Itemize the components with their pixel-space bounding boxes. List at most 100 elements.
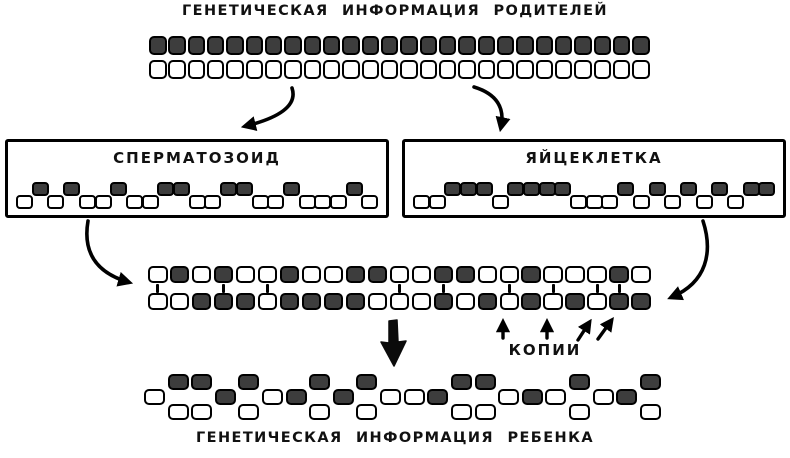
bead-dark: [639, 374, 661, 390]
bead-dark: [168, 36, 186, 55]
bead-white: [144, 389, 165, 405]
bead-dark: [458, 36, 476, 55]
match-tick: [442, 284, 446, 293]
bead-white: [301, 266, 322, 283]
match-ticks: [148, 284, 651, 293]
bead-dark: [303, 36, 322, 55]
bead-white: [267, 195, 285, 209]
bead-white: [206, 60, 225, 79]
bead-white: [78, 195, 96, 209]
bead-white: [639, 404, 661, 420]
bead-white: [585, 195, 603, 209]
egg-box-label: ЯЙЦЕКЛЕТКА: [525, 149, 663, 167]
match-tick: [398, 284, 402, 293]
bead-dark: [609, 266, 629, 283]
bead-white: [568, 404, 590, 420]
bead-dark: [284, 36, 302, 55]
bead-dark: [455, 266, 476, 283]
bead-white: [323, 266, 344, 283]
bead-white: [499, 266, 519, 283]
bead-dark: [110, 182, 128, 196]
bead-dark: [496, 36, 515, 55]
child-column: [403, 374, 425, 421]
bead-dark: [213, 266, 234, 283]
bead-white: [238, 404, 260, 420]
bead-dark: [521, 389, 543, 405]
bead-white: [148, 293, 168, 310]
bead-dark: [279, 293, 300, 310]
child-column: [498, 374, 520, 421]
bead-white: [167, 404, 189, 420]
bead-dark: [679, 182, 697, 196]
bead-white: [499, 293, 519, 310]
bead-dark: [173, 182, 191, 196]
bead-white: [148, 266, 168, 283]
bead-dark: [617, 182, 635, 196]
bead-dark: [648, 182, 666, 196]
sperm-box-label: СПЕРМАТОЗОИД: [113, 149, 281, 167]
parents-to-egg-arrow: [472, 85, 511, 133]
bead-white: [543, 266, 563, 283]
bead-dark: [538, 182, 556, 196]
bead-dark: [345, 266, 366, 283]
child-column: [545, 374, 567, 421]
bead-white: [367, 293, 388, 310]
bead-white: [727, 195, 745, 209]
bead-dark: [380, 36, 399, 55]
bead-white: [438, 60, 457, 79]
bead-white: [141, 195, 159, 209]
match-tick: [618, 284, 622, 293]
bead-dark: [31, 182, 49, 196]
bead-dark: [742, 182, 760, 196]
bead-white: [251, 195, 269, 209]
bead-dark: [475, 182, 493, 196]
child-genome-cluster: [144, 374, 661, 421]
bead-white: [125, 195, 143, 209]
copy-arrow: [576, 318, 592, 342]
bead-dark: [206, 36, 225, 55]
bead-white: [411, 293, 432, 310]
egg-bead-row: [413, 182, 776, 211]
bead-white: [403, 389, 425, 405]
bead-dark: [345, 182, 363, 196]
bead-white: [664, 195, 682, 209]
bead-white: [491, 195, 509, 209]
egg-to-combined-arrow: [667, 219, 710, 301]
bead-white: [380, 60, 399, 79]
bead-white: [16, 195, 33, 209]
bead-dark: [419, 36, 438, 55]
bead-dark: [149, 36, 167, 55]
bead-white: [477, 266, 498, 283]
bead-white: [226, 60, 244, 79]
bead-white: [474, 404, 496, 420]
bead-white: [187, 60, 206, 79]
bead-dark: [309, 374, 331, 390]
bead-dark: [169, 266, 190, 283]
child-column: [450, 374, 472, 421]
bead-white: [169, 293, 190, 310]
bead-white: [149, 60, 167, 79]
bead-dark: [245, 36, 264, 55]
bead-dark: [612, 36, 631, 55]
bead-dark: [332, 389, 354, 405]
sperm-bead-row: [16, 182, 379, 211]
parents-title: ГЕНЕТИЧЕСКАЯ ИНФОРМАЦИЯ РОДИТЕЛЕЙ: [182, 3, 608, 19]
combined-bottom-strand: [148, 293, 651, 310]
bead-dark: [433, 293, 454, 310]
bead-dark: [187, 36, 206, 55]
match-tick: [508, 284, 512, 293]
bead-dark: [535, 36, 554, 55]
bead-white: [570, 195, 588, 209]
bead-white: [498, 389, 520, 405]
bead-dark: [444, 182, 462, 196]
bead-dark: [361, 36, 380, 55]
bead-white: [168, 60, 186, 79]
bead-white: [565, 266, 585, 283]
child-column: [474, 374, 496, 421]
bead-dark: [235, 182, 253, 196]
bead-dark: [427, 389, 449, 405]
child-column: [214, 374, 236, 421]
bead-white: [450, 404, 472, 420]
bead-dark: [522, 182, 540, 196]
